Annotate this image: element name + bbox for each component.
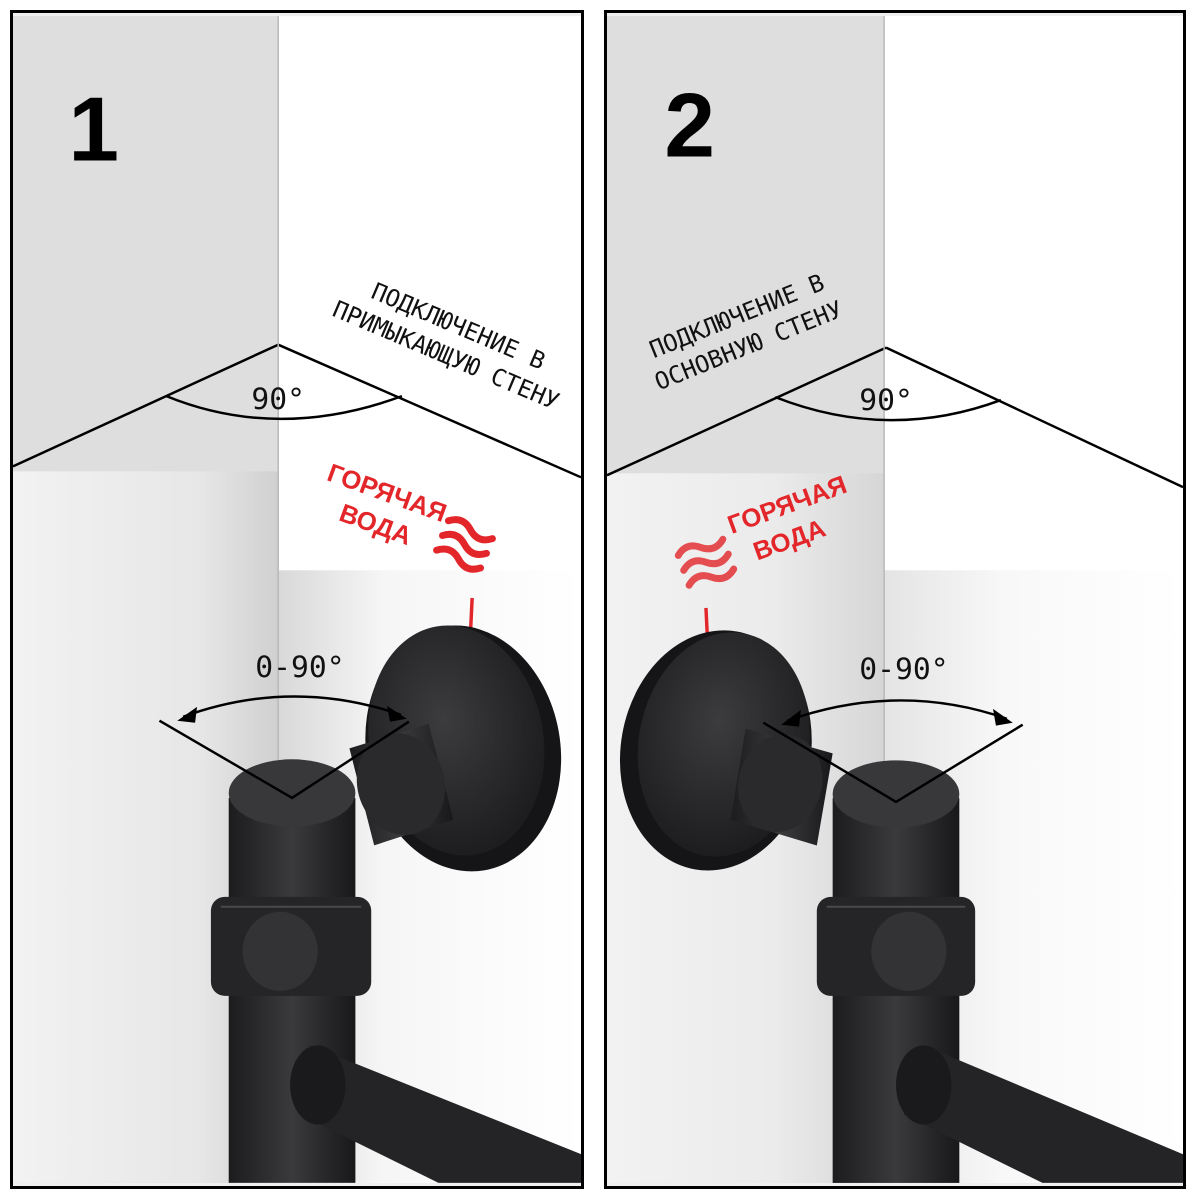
panel-main-wall: 90° ПОДКЛЮЧЕНИЕ В ОСНОВНУЮ СТЕНУ ГОРЯЧАЯ… xyxy=(604,10,1186,1189)
wall-angle-label: 90° xyxy=(251,381,305,416)
valve-fitting xyxy=(619,630,1183,1183)
diagram-main-wall: 90° ПОДКЛЮЧЕНИЕ В ОСНОВНУЮ СТЕНУ ГОРЯЧАЯ… xyxy=(607,16,1183,1183)
rotation-range-label: 0-90° xyxy=(255,649,344,684)
wall-angle-arc xyxy=(774,395,1002,422)
panel-adjacent-wall: 90° ПОДКЛЮЧЕНИЕ В ПРИМЫКАЮЩУЮ СТЕНУ ГОРЯ… xyxy=(10,10,584,1189)
panel-number: 1 xyxy=(68,80,119,181)
diagram-adjacent-wall: 90° ПОДКЛЮЧЕНИЕ В ПРИМЫКАЮЩУЮ СТЕНУ ГОРЯ… xyxy=(13,16,581,1183)
wall-angle-arc xyxy=(165,394,403,421)
heat-waves-icon xyxy=(674,535,738,589)
pipe-nut-face xyxy=(242,911,318,991)
diagonal-pipe xyxy=(903,1045,1183,1183)
wall-angle-label: 90° xyxy=(859,383,913,418)
valve-cap xyxy=(832,760,960,828)
corner-line-left xyxy=(13,343,279,468)
panel-number: 2 xyxy=(664,76,715,177)
pipe-nut-face xyxy=(871,911,947,991)
rotation-range-label: 0-90° xyxy=(859,652,948,687)
rotation-angle-lines xyxy=(158,719,410,800)
connector-nut xyxy=(356,733,446,836)
double-arrow-arc-icon xyxy=(786,699,1008,722)
corner-line-right xyxy=(277,343,581,479)
diagonal-pipe xyxy=(299,1045,581,1183)
valve-fitting xyxy=(210,625,581,1183)
connector-nut xyxy=(738,734,823,833)
heat-waves-icon xyxy=(433,516,496,573)
double-arrow-arc-icon xyxy=(182,695,402,718)
corner-line-right xyxy=(885,346,1183,489)
rotation-angle-lines xyxy=(762,721,1024,804)
corner-line-left xyxy=(607,346,887,477)
